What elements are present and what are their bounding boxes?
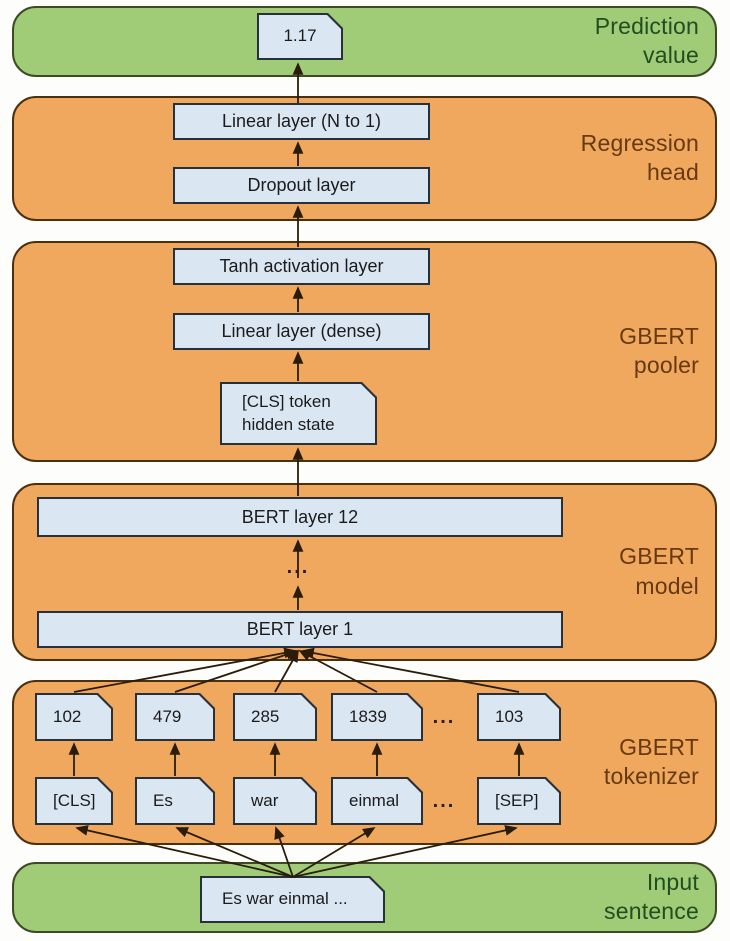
band-prediction-value: 1.17 Prediction value	[12, 6, 717, 77]
token-id-node: 102	[35, 693, 113, 741]
band-gbert-model: BERT layer 12 ... BERT layer 1 GBERT mod…	[12, 483, 717, 661]
token-id-node: 103	[477, 693, 561, 741]
token-ellipsis: ...	[432, 790, 456, 812]
band-label-pooler: GBERT pooler	[619, 322, 699, 379]
band-gbert-pooler: Tanh activation layer Linear layer (dens…	[12, 241, 717, 462]
token-id-node: 479	[135, 693, 215, 741]
band-label-regression: Regression head	[580, 129, 699, 186]
token-id-ellipsis: ...	[432, 706, 456, 728]
band-label-model: GBERT model	[619, 543, 699, 599]
cls-hidden-state-node: [CLS] token hidden state	[220, 382, 377, 445]
prediction-value-node: 1.17	[257, 13, 343, 60]
cls-hidden-state-text: [CLS] token hidden state	[242, 391, 335, 434]
linear-dense-node: Linear layer (dense)	[173, 313, 430, 350]
tanh-node: Tanh activation layer	[173, 248, 430, 285]
dropout-node: Dropout layer	[173, 167, 430, 204]
prediction-value-text: 1.17	[283, 26, 317, 46]
linear-n-to-1-node: Linear layer (N to 1)	[173, 103, 430, 140]
token-node: war	[233, 777, 317, 825]
bert-layer-12-node: BERT layer 12	[37, 497, 563, 537]
token-id-node: 285	[233, 693, 317, 741]
token-node: [SEP]	[477, 777, 561, 825]
token-node: [CLS]	[35, 777, 113, 825]
band-label-input: Input sentence	[604, 868, 699, 925]
bert-layer-1-node: BERT layer 1	[37, 611, 563, 648]
band-label-prediction: Prediction value	[594, 12, 699, 69]
token-id-node: 1839	[331, 693, 423, 741]
band-input-sentence: Es war einmal ... Input sentence	[12, 862, 717, 933]
model-ellipsis: ...	[286, 556, 310, 578]
band-label-tokenizer: GBERT tokenizer	[603, 733, 699, 790]
token-node: Es	[135, 777, 215, 825]
band-regression-head: Linear layer (N to 1) Dropout layer Regr…	[12, 96, 717, 221]
input-sentence-text: Es war einmal ...	[222, 889, 348, 909]
input-sentence-node: Es war einmal ...	[200, 876, 385, 923]
token-node: einmal	[331, 777, 423, 825]
band-gbert-tokenizer: 102 479 285 1839 ... 103 [CLS] Es war ei…	[12, 680, 717, 845]
